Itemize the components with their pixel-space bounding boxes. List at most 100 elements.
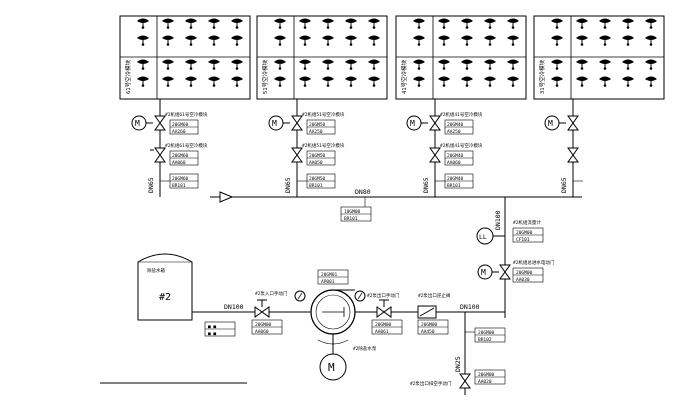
spray-nozzle-icon (161, 18, 175, 30)
motor-icon[interactable] (544, 115, 560, 131)
spray-nozzle-icon (460, 35, 474, 47)
svg-text:AA061: AA061 (375, 329, 389, 335)
motor-valve-icon[interactable] (429, 115, 441, 131)
spray-nozzle-icon (161, 35, 175, 47)
svg-text:20GM50: 20GM50 (309, 176, 326, 182)
drain-valve-icon[interactable] (459, 373, 471, 389)
manual-valve-icon[interactable] (291, 147, 303, 163)
module-label: 31号空冷模块 (538, 59, 546, 94)
spray-nozzle-icon (321, 59, 335, 71)
spray-nozzle-icon (550, 76, 564, 88)
spray-nozzle-icon (598, 35, 612, 47)
spray-nozzle-icon (298, 76, 312, 88)
motor-icon[interactable] (268, 115, 284, 131)
spray-nozzle-icon (367, 59, 381, 71)
spray-nozzle-icon (184, 18, 198, 30)
svg-text:AA250: AA250 (309, 129, 323, 135)
spray-module-41: 41号空冷模块 (395, 15, 527, 100)
motor-valve-icon[interactable] (567, 115, 579, 131)
svg-text:20GM40: 20GM40 (447, 176, 464, 182)
svg-text:#2泵出口排空手动门: #2泵出口排空手动门 (410, 380, 452, 387)
spray-nozzle-icon (161, 59, 175, 71)
motor-valve-icon[interactable] (291, 115, 303, 131)
svg-text:20GM00: 20GM00 (421, 322, 438, 328)
svg-text:20GM40: 20GM40 (447, 122, 464, 128)
spray-nozzle-icon (483, 35, 497, 47)
spray-nozzle-icon (298, 18, 312, 30)
svg-text:BR102: BR102 (478, 337, 492, 343)
motor-valve-icon[interactable] (499, 264, 511, 280)
spray-nozzle-icon (344, 18, 358, 30)
svg-text:20GM00: 20GM00 (255, 322, 272, 328)
svg-text:M: M (481, 268, 486, 277)
svg-text:BR101: BR101 (309, 183, 323, 189)
svg-text:M: M (410, 119, 415, 128)
svg-text:#2机组41号空冷模块: #2机组41号空冷模块 (440, 111, 483, 118)
motor-icon[interactable] (319, 353, 347, 381)
spray-nozzle-icon (483, 76, 497, 88)
svg-text:#2机组61号空冷模块: #2机组61号空冷模块 (165, 111, 208, 118)
svg-text:20GM00: 20GM00 (516, 270, 533, 276)
spray-nozzle-icon (344, 35, 358, 47)
branch-41: M #2机组41号空冷模块 20GM40 AA250 #2机组41号空冷模块 2… (406, 99, 483, 197)
spray-nozzle-icon (136, 59, 150, 71)
spray-module-51: 51号空冷模块 (256, 15, 388, 100)
motor-icon[interactable] (131, 115, 147, 131)
svg-text:20GM50: 20GM50 (309, 153, 326, 159)
svg-text:20GM00: 20GM00 (478, 330, 495, 336)
spray-nozzle-icon (136, 18, 150, 30)
spray-nozzle-icon (644, 18, 658, 30)
manual-valve-icon[interactable] (567, 147, 579, 163)
svg-text:#2: #2 (159, 292, 171, 303)
spray-nozzle-icon (273, 59, 287, 71)
spray-nozzle-icon (575, 76, 589, 88)
spray-nozzle-icon (230, 59, 244, 71)
spray-nozzle-icon (298, 59, 312, 71)
svg-text:#2机组51号空冷模块: #2机组51号空冷模块 (302, 111, 345, 118)
spray-nozzle-icon (506, 59, 520, 71)
motor-icon[interactable] (406, 115, 422, 131)
spray-nozzle-icon (598, 18, 612, 30)
svg-text:AP001: AP001 (321, 279, 335, 285)
spray-nozzle-icon (321, 18, 335, 30)
svg-text:DN65: DN65 (147, 177, 155, 193)
svg-text:AA450: AA450 (421, 329, 435, 335)
spray-nozzle-icon (321, 76, 335, 88)
spray-nozzle-icon (273, 18, 287, 30)
svg-text:#2泵入口手动门: #2泵入口手动门 (255, 290, 288, 297)
svg-text:10GM00: 10GM00 (344, 209, 361, 215)
spray-nozzle-icon (184, 35, 198, 47)
manual-valve-icon[interactable] (429, 147, 441, 163)
outlet-valve-icon[interactable] (376, 306, 392, 318)
module-label: 51号空冷模块 (261, 59, 269, 94)
svg-text:DN100: DN100 (460, 303, 480, 311)
svg-text:AA050: AA050 (309, 160, 323, 166)
manual-valve-icon[interactable] (154, 147, 166, 163)
spray-nozzle-icon (550, 59, 564, 71)
spray-nozzle-icon (136, 76, 150, 88)
spray-nozzle-icon (367, 18, 381, 30)
svg-text:AA260: AA260 (172, 129, 186, 135)
svg-text:#2机组41号空冷模块: #2机组41号空冷模块 (440, 142, 483, 149)
riser: DN100 LL #2机组流量计 20GM00 CF101 M #2机组总进水电… (476, 197, 555, 318)
spray-nozzle-icon (437, 18, 451, 30)
spray-nozzle-icon (437, 76, 451, 88)
spray-nozzle-icon (644, 76, 658, 88)
spray-nozzle-icon (367, 76, 381, 88)
spray-nozzle-icon (437, 59, 451, 71)
tank: 除盐水箱 #2 DN100 ■ ■ ■ ■ (137, 253, 300, 337)
spray-nozzle-icon (184, 76, 198, 88)
spray-nozzle-icon (621, 76, 635, 88)
module-label: 61号空冷模块 (124, 59, 132, 94)
spray-nozzle-icon (506, 18, 520, 30)
svg-text:DN65: DN65 (284, 177, 292, 193)
motor-valve-icon[interactable] (154, 115, 166, 131)
inlet-valve-icon[interactable] (254, 306, 270, 318)
spray-nozzle-icon (321, 35, 335, 47)
spray-nozzle-icon (483, 59, 497, 71)
svg-text:#2机组51号空冷模块: #2机组51号空冷模块 (302, 142, 345, 149)
svg-text:DN80: DN80 (355, 188, 371, 196)
spray-nozzle-icon (412, 35, 426, 47)
spray-nozzle-icon (460, 18, 474, 30)
spray-nozzle-icon (298, 35, 312, 47)
